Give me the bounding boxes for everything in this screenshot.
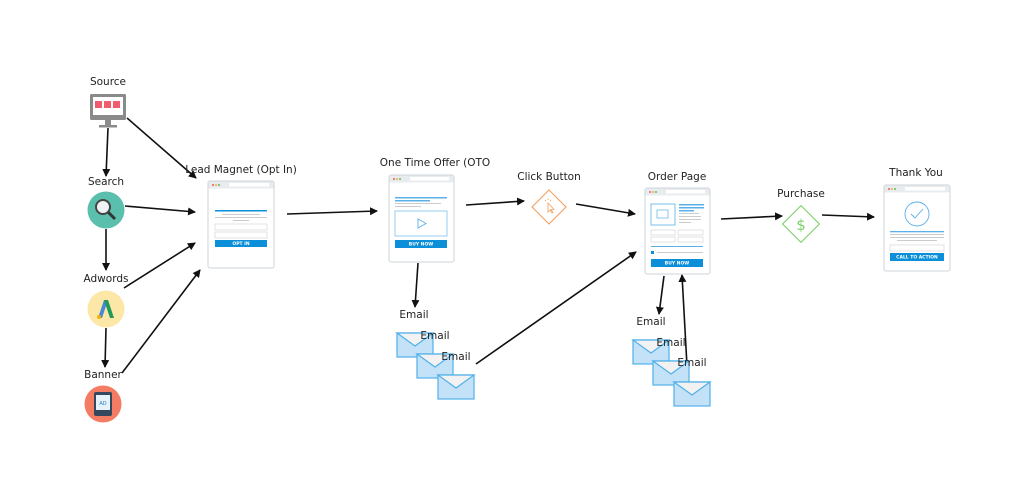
product-image: [650, 203, 676, 226]
email-label: Email: [656, 337, 685, 349]
lead-magnet-label: Lead Magnet (Opt In): [185, 164, 297, 176]
node-source: Source: [90, 76, 126, 128]
checkbox[interactable]: [651, 251, 654, 254]
arrow-oto-click: [465, 197, 525, 206]
arrow-email-order-return: [678, 274, 688, 367]
monitor-icon: [90, 94, 126, 128]
connectors: [101, 117, 875, 374]
thank-you-label: Thank You: [888, 167, 943, 179]
check-circle-icon: [904, 201, 930, 227]
video-player[interactable]: [394, 210, 448, 237]
node-banner: Banner AD: [84, 369, 123, 423]
node-click-button: Click Button: [517, 171, 581, 225]
call-to-action-button[interactable]: [890, 253, 944, 261]
search-label: Search: [88, 176, 124, 188]
email-group-right: Email Email Email: [632, 316, 711, 407]
envelope-icon: [673, 381, 711, 407]
order-buy-now-label: BUY NOW: [665, 261, 690, 267]
node-purchase: Purchase $: [777, 188, 825, 244]
cursor-click-icon: [544, 198, 555, 214]
order-buy-now-button[interactable]: [651, 259, 703, 267]
email-label: Email: [677, 357, 706, 369]
adwords-logo-icon: [97, 300, 114, 319]
arrow-adwords-banner: [101, 327, 110, 368]
play-icon: [417, 218, 427, 229]
opt-in-label: OPT IN: [232, 241, 249, 247]
arrow-source-search: [102, 127, 111, 177]
envelope-icon: [437, 374, 475, 400]
click-button-label: Click Button: [517, 171, 581, 183]
call-to-action-label: CALL TO ACTION: [896, 255, 938, 261]
node-lead-magnet: Lead Magnet (Opt In) OPT IN: [185, 164, 297, 269]
arrow-search-leadmagnet: [124, 205, 196, 216]
node-search: Search: [87, 176, 125, 229]
email-label: Email: [399, 309, 428, 321]
email-label: Email: [441, 351, 470, 363]
banner-label: Banner: [84, 369, 122, 381]
arrow-purchase-thankyou: [821, 212, 875, 221]
source-label: Source: [90, 76, 126, 88]
order-page-label: Order Page: [648, 171, 707, 183]
email-label: Email: [420, 330, 449, 342]
purchase-label: Purchase: [777, 188, 825, 200]
magnifier-icon: [95, 199, 117, 221]
arrow-leadmagnet-oto: [286, 207, 378, 216]
opt-in-button[interactable]: [215, 240, 267, 247]
arrow-source-leadmagnet: [126, 117, 197, 179]
arrow-email-order: [475, 251, 637, 365]
oto-buy-now-button[interactable]: [395, 240, 447, 248]
arrow-banner-leadmagnet: [121, 269, 201, 374]
oto-buy-now-label: BUY NOW: [409, 242, 434, 248]
oto-label: One Time Offer (OTO: [380, 157, 490, 169]
dollar-icon: $: [796, 216, 806, 234]
arrow-order-email: [655, 275, 665, 315]
arrow-click-order: [575, 203, 636, 217]
node-thank-you: Thank You CALL TO ACTION: [883, 167, 951, 272]
arrow-order-purchase: [720, 212, 783, 221]
email-label: Email: [636, 316, 665, 328]
node-adwords: Adwords: [84, 273, 129, 328]
adwords-label: Adwords: [84, 273, 129, 285]
node-oto: One Time Offer (OTO BUY NOW: [380, 157, 490, 263]
node-order-page: Order Page BUY NOW: [644, 171, 711, 275]
ad-text: AD: [99, 401, 106, 407]
email-group-left: Email Email Email: [396, 309, 475, 400]
tablet-ad-icon: AD: [94, 392, 112, 416]
arrow-adwords-leadmagnet: [123, 242, 196, 289]
arrow-oto-email: [411, 262, 420, 308]
